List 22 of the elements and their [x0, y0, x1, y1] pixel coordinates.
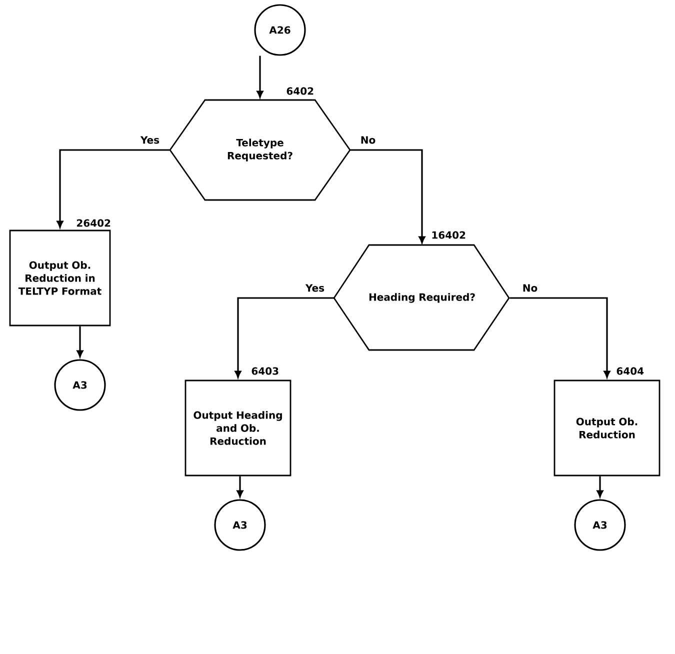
arrow	[596, 476, 604, 498]
arrow	[234, 297, 334, 378]
step-number: 6402	[286, 87, 314, 95]
decision-hexagon: Heading Required?	[333, 244, 510, 351]
arrow	[510, 297, 610, 378]
step-number: 6403	[252, 367, 278, 375]
edge-label: No	[359, 135, 377, 145]
arrow	[56, 149, 170, 228]
process-box: Output Heading and Ob. Reduction	[184, 380, 292, 476]
step-number: 26402	[76, 219, 110, 227]
process-box: Output Ob. Reduction	[554, 380, 660, 476]
edge-label: Yes	[139, 135, 161, 145]
arrow	[236, 476, 244, 498]
process-box: Output Ob. Reduction in TELTYP Format	[9, 230, 111, 326]
step-number: 16402	[432, 231, 466, 239]
arrow	[76, 326, 84, 358]
edge-label: Yes	[304, 283, 326, 293]
arrow	[256, 56, 264, 98]
step-number: 6404	[616, 367, 644, 375]
decision-hexagon: Teletype Requested?	[169, 99, 351, 201]
arrow	[350, 149, 426, 244]
edge-label: No	[521, 283, 539, 293]
